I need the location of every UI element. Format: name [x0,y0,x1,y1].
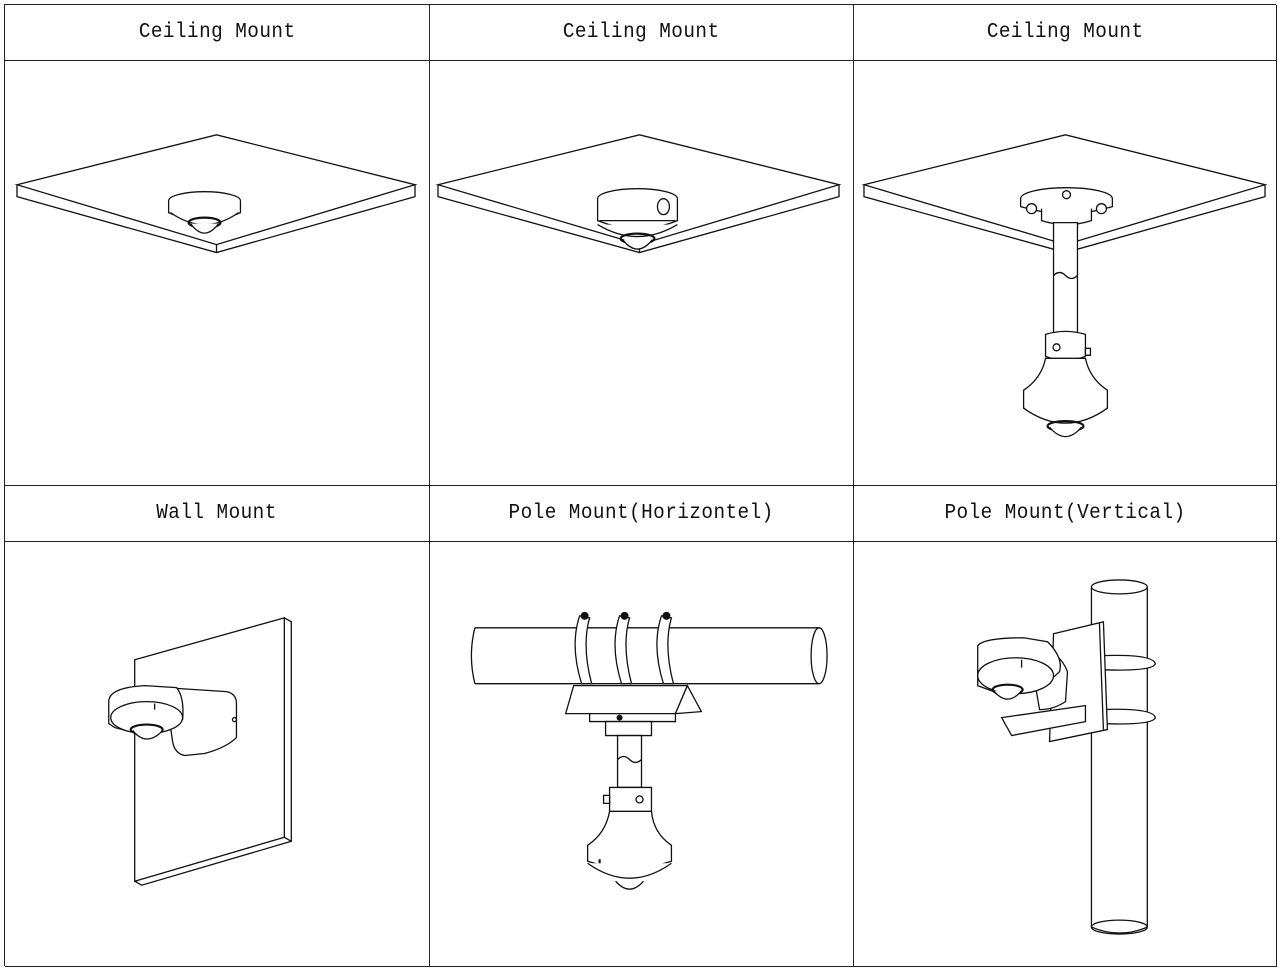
ceiling-slab-icon [17,135,415,253]
ceiling-flush-illustration [5,61,429,485]
header-cell-ceiling-mount-3: Ceiling Mount [854,5,1277,61]
header-cell-wall-mount: Wall Mount [5,486,430,542]
wall-mount-illustration [5,542,429,966]
wall-mount-drawing [5,542,430,967]
header-label: Wall Mount [156,502,278,525]
header-label: Ceiling Mount [138,21,296,44]
horizontal-pole-icon [471,628,827,684]
pole-clamp-bands-icon [575,611,673,684]
header-label: Ceiling Mount [563,21,720,44]
dome-camera-icon [169,192,241,233]
pendant-mount-icon [566,686,702,890]
vertical-pole-icon [1091,580,1147,934]
header-label: Pole Mount(Horizontel) [508,502,775,525]
ceiling-mount-junction-box-drawing [430,61,854,486]
ceiling-junction-box-illustration [430,61,853,485]
vertical-bracket-camera-icon [978,622,1108,742]
header-label: Ceiling Mount [986,21,1144,44]
header-label: Pole Mount(Vertical) [944,502,1186,525]
pole-mount-horizontal-drawing [430,542,854,967]
header-cell-pole-mount-vertical: Pole Mount(Vertical) [854,486,1277,542]
wall-bracket-camera-icon [109,686,237,756]
header-cell-ceiling-mount-2: Ceiling Mount [430,5,854,61]
ceiling-pendant-illustration [854,61,1276,485]
pole-mount-vertical-illustration [854,542,1276,966]
dome-camera-icon [598,189,678,249]
ceiling-mount-flush-drawing [5,61,430,486]
wall-panel-icon [135,618,292,885]
ceiling-mount-pendant-drawing [854,61,1277,486]
pole-mount-horizontal-illustration [430,611,853,966]
header-cell-ceiling-mount-1: Ceiling Mount [5,5,430,61]
pole-mount-vertical-drawing [854,542,1277,967]
header-cell-pole-mount-horizontal: Pole Mount(Horizontel) [430,486,854,542]
pole-clamp-bands-icon [1099,655,1155,724]
mounting-methods-table: Ceiling Mount Ceiling Mount Ceiling Moun… [4,4,1277,967]
pendant-mount-icon [1021,188,1113,437]
